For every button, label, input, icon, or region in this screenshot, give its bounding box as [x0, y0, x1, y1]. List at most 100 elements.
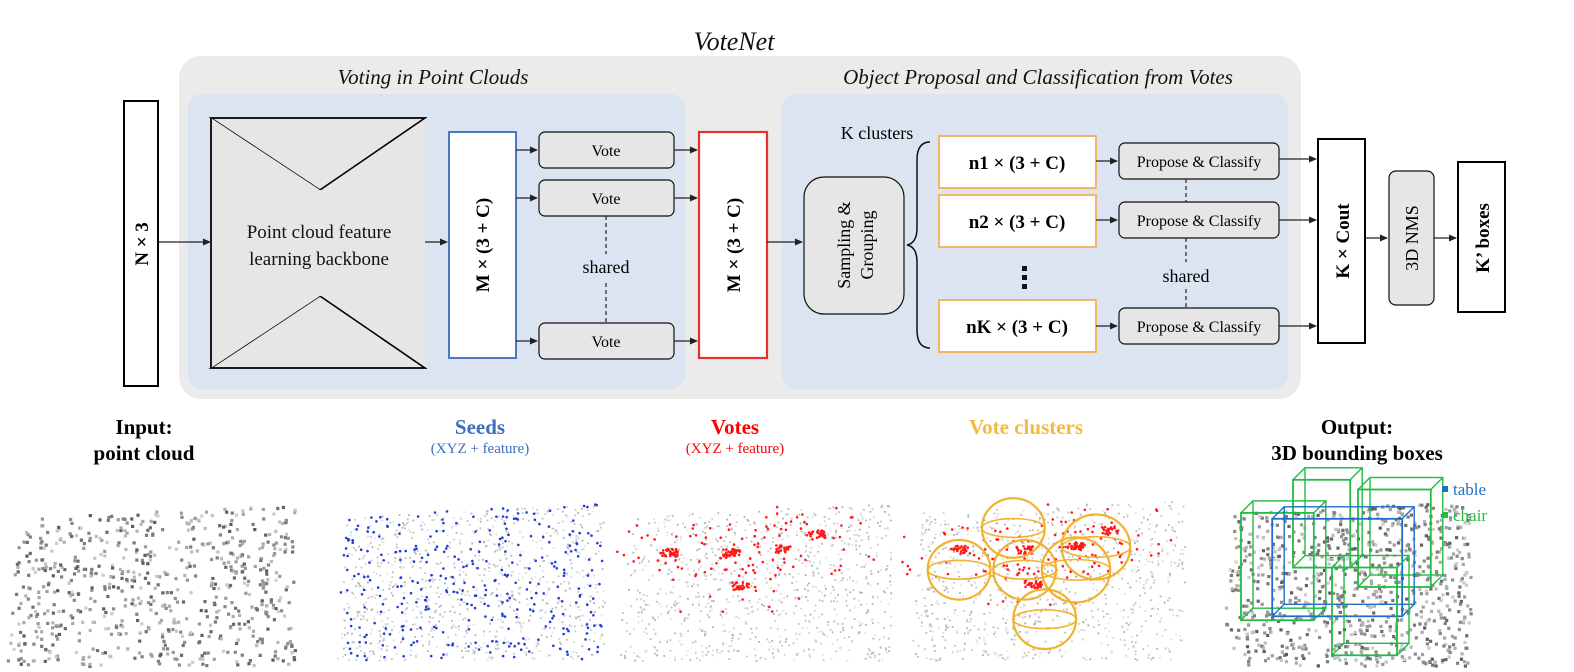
point [711, 654, 714, 657]
vote-point [955, 549, 959, 553]
point [890, 558, 892, 561]
point [1149, 544, 1152, 547]
point [59, 563, 63, 567]
point [477, 549, 480, 551]
point [793, 612, 795, 615]
point [797, 623, 800, 625]
point [560, 583, 562, 585]
point [1458, 550, 1462, 555]
point [213, 620, 217, 624]
point [927, 614, 929, 617]
point [572, 641, 575, 644]
point [841, 549, 843, 551]
point [26, 597, 30, 601]
point [123, 529, 127, 533]
point [983, 650, 986, 653]
point [1159, 595, 1162, 598]
point [656, 649, 659, 652]
seed-point [440, 656, 443, 660]
point [727, 601, 730, 603]
seed-point [537, 582, 540, 586]
point [583, 586, 586, 589]
point [536, 521, 538, 523]
point [1427, 646, 1431, 650]
point [1052, 598, 1054, 601]
point [451, 620, 453, 622]
point [928, 515, 931, 518]
point [1103, 580, 1105, 583]
point [1373, 507, 1377, 511]
point [574, 625, 576, 628]
point [1304, 593, 1308, 597]
point [82, 655, 86, 660]
point [831, 642, 834, 645]
point [1340, 594, 1344, 598]
sampling-label-1: Sampling & [834, 201, 854, 289]
point [569, 559, 572, 561]
point [235, 641, 239, 646]
seed-point [471, 562, 475, 566]
point [205, 664, 209, 668]
point [370, 609, 373, 612]
point [1103, 532, 1106, 534]
seed-point [486, 644, 490, 648]
point [957, 531, 959, 534]
point [574, 630, 577, 633]
point [457, 523, 460, 526]
point [102, 614, 107, 618]
point [80, 662, 85, 666]
seed-point [555, 567, 559, 570]
point [1263, 641, 1267, 645]
point [1041, 554, 1044, 557]
seed-point [400, 584, 403, 588]
point [206, 651, 210, 655]
point [1459, 525, 1463, 529]
point [1462, 581, 1466, 585]
point [836, 638, 839, 641]
point [1048, 537, 1050, 540]
point [9, 641, 13, 645]
point [553, 531, 556, 533]
point [201, 657, 205, 661]
point [364, 589, 367, 591]
point [404, 524, 406, 527]
point [576, 616, 579, 619]
point [230, 518, 234, 523]
seed-point [584, 638, 587, 641]
vote-point [777, 546, 781, 550]
point [1459, 579, 1463, 583]
point [369, 525, 372, 527]
point [158, 662, 162, 666]
point [343, 608, 346, 611]
point [979, 526, 982, 528]
point [1323, 600, 1327, 604]
point [753, 521, 755, 524]
point [219, 637, 223, 641]
point [814, 604, 817, 607]
point [22, 540, 26, 544]
point [188, 632, 192, 637]
point [727, 650, 730, 653]
point [445, 654, 448, 656]
point [1451, 595, 1455, 599]
point [1147, 656, 1150, 659]
point [1374, 650, 1378, 654]
point [641, 659, 644, 662]
bbox-edge [1357, 574, 1371, 588]
point [433, 578, 436, 581]
point [746, 655, 748, 658]
point [1329, 616, 1333, 620]
point [247, 579, 251, 583]
point [27, 560, 31, 564]
point [1353, 587, 1357, 591]
point [975, 639, 978, 642]
point [236, 638, 240, 642]
point [150, 654, 154, 658]
point [771, 652, 774, 655]
point [642, 558, 645, 561]
vote-point [719, 536, 722, 539]
point [525, 647, 528, 649]
point [511, 594, 514, 597]
point [543, 559, 545, 562]
point [678, 548, 680, 551]
